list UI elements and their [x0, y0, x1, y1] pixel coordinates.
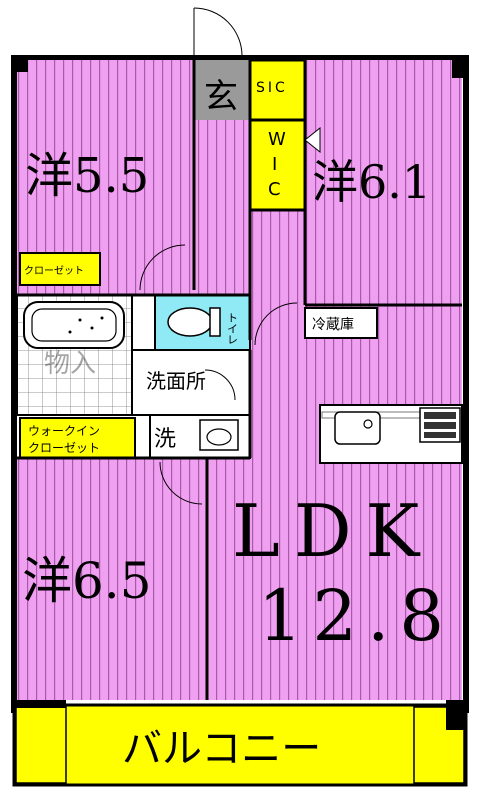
walk-in-closet-label-2: クローゼット [28, 441, 100, 455]
door-swing-icon [139, 7, 321, 505]
wic-label-c: C [268, 179, 281, 200]
ldk-room [207, 305, 462, 700]
washer-label: 洗 [154, 427, 176, 452]
toilet-label: トイレ [226, 312, 239, 345]
western-room-3 [17, 458, 207, 700]
ldk-label: LDK [232, 489, 433, 573]
balcony-label: バルコニー [122, 726, 321, 772]
western-room-1-label: 洋5.5 [25, 148, 149, 204]
hallway [194, 120, 250, 295]
entrance [194, 60, 250, 120]
walk-in-closet-label-1: ウォークイン [28, 424, 100, 438]
wic-label-w: W [268, 129, 286, 150]
balcony [12, 703, 468, 787]
sic-label: SIC [256, 80, 288, 96]
western-room-2 [305, 60, 462, 305]
western-room-2-label: 洋6.1 [312, 155, 431, 209]
kitchen-sink-icon [334, 411, 381, 445]
entrance-label: 玄 [204, 77, 238, 117]
bathtub-icon [23, 301, 125, 349]
western-room-3-label: 洋6.5 [22, 552, 152, 610]
toilet-icon [167, 307, 221, 337]
closet [19, 252, 101, 286]
washroom-label: 洗面所 [146, 369, 206, 393]
storage-label: 物入 [44, 349, 96, 379]
sink-icon [199, 419, 239, 451]
closet-label: クローゼット [24, 265, 84, 277]
wic-label-i: I [272, 154, 277, 175]
stove-icon [419, 407, 461, 443]
fridge-space [304, 307, 378, 339]
ldk-size-label: 12.8 [258, 575, 454, 657]
fridge-label: 冷蔵庫 [312, 316, 354, 333]
